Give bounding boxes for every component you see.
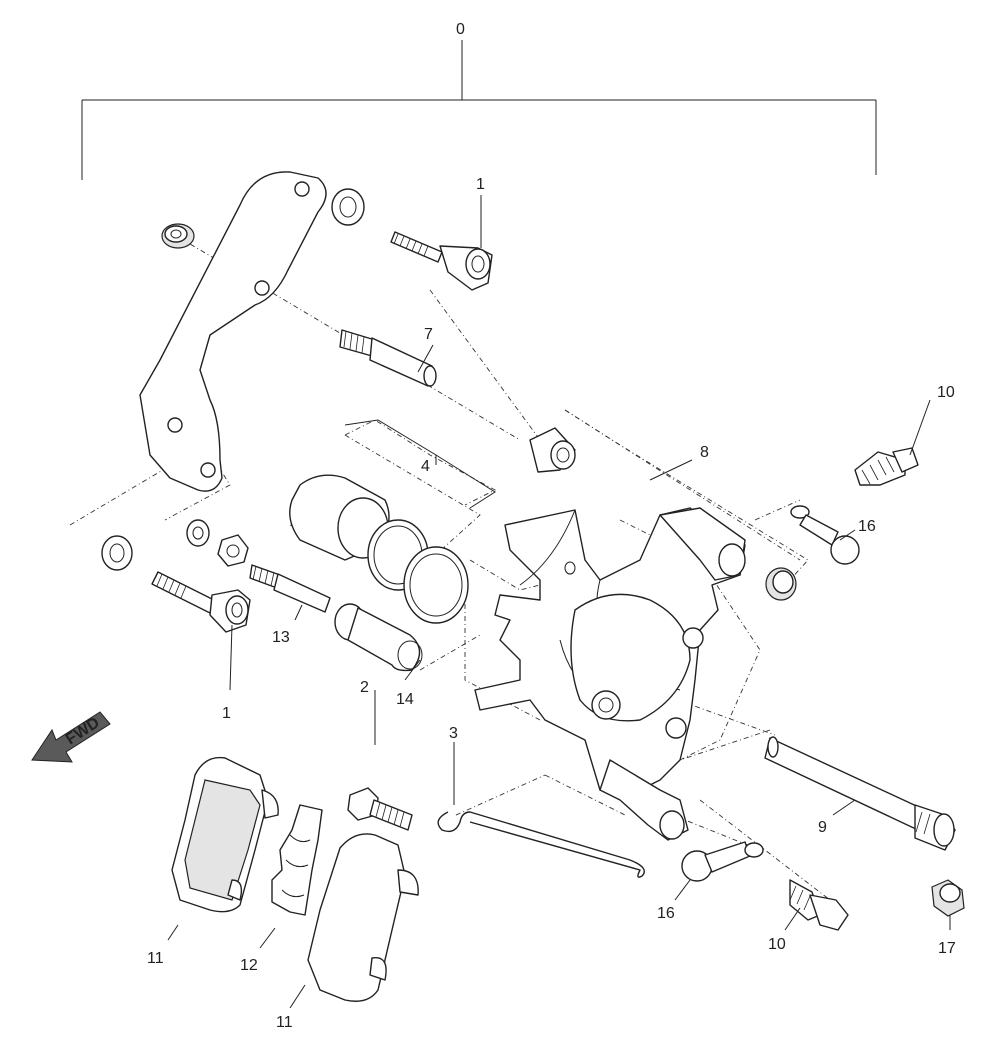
mounting-bracket bbox=[139, 171, 327, 492]
label-pin: 7 bbox=[424, 326, 433, 343]
bolt-small bbox=[347, 787, 413, 831]
label-assembly: 0 bbox=[456, 21, 465, 38]
label-slide-pin: 14 bbox=[396, 691, 414, 708]
bleeder-cap-bottom bbox=[681, 841, 764, 882]
label-bleeder-bottom: 10 bbox=[768, 936, 786, 953]
label-spring: 3 bbox=[449, 725, 458, 742]
label-shaft: 13 bbox=[272, 629, 290, 646]
label-bleeder-top: 10 bbox=[937, 384, 955, 401]
pad-spring bbox=[437, 811, 645, 878]
washer-top bbox=[331, 188, 365, 226]
pin-boot-bottom bbox=[765, 567, 797, 601]
label-cap-top: 16 bbox=[858, 518, 876, 535]
washer-bottom bbox=[101, 535, 133, 571]
label-piston-set: 4 bbox=[421, 458, 430, 475]
hex-nut bbox=[217, 534, 249, 567]
callout-labels: 0 1 7 4 8 10 16 13 1 2 14 3 9 16 10 17 1… bbox=[147, 21, 956, 1031]
guide-pin bbox=[339, 329, 437, 387]
forward-arrow: FWD bbox=[31, 711, 111, 763]
brake-pad-left bbox=[171, 756, 279, 913]
bolt-bottom bbox=[151, 571, 251, 633]
pad-shim bbox=[271, 804, 323, 916]
label-plug: 17 bbox=[938, 940, 956, 957]
bleeder-cap-top bbox=[790, 505, 860, 565]
caliper-body bbox=[474, 507, 746, 841]
fwd-label: FWD bbox=[63, 714, 103, 748]
label-boot-set: 8 bbox=[700, 444, 709, 461]
label-pad-left: 11 bbox=[147, 950, 164, 967]
bleeder-valve-bottom bbox=[789, 879, 849, 931]
plug bbox=[931, 879, 965, 917]
dust-seal-ring bbox=[403, 546, 469, 624]
slide-pin bbox=[334, 603, 423, 672]
pin-boot-top bbox=[529, 427, 576, 473]
brake-pad-right bbox=[307, 833, 419, 1002]
label-bolt-bottom: 1 bbox=[222, 705, 231, 722]
label-bolt-top: 1 bbox=[476, 176, 485, 193]
label-bolt-small: 2 bbox=[360, 679, 369, 696]
lock-washer bbox=[186, 519, 210, 547]
label-leaders bbox=[167, 195, 951, 1009]
bleeder-valve-top bbox=[854, 447, 919, 486]
bolt-top bbox=[390, 231, 493, 291]
shaft bbox=[249, 564, 331, 613]
flange-nut-top bbox=[161, 223, 195, 249]
label-cap-bottom: 16 bbox=[657, 905, 675, 922]
label-pad-right: 11 bbox=[276, 1014, 293, 1031]
pad-pin bbox=[764, 736, 956, 851]
assembly-bracket bbox=[81, 40, 877, 180]
label-pad-pin: 9 bbox=[818, 819, 827, 836]
label-shim: 12 bbox=[240, 957, 258, 974]
